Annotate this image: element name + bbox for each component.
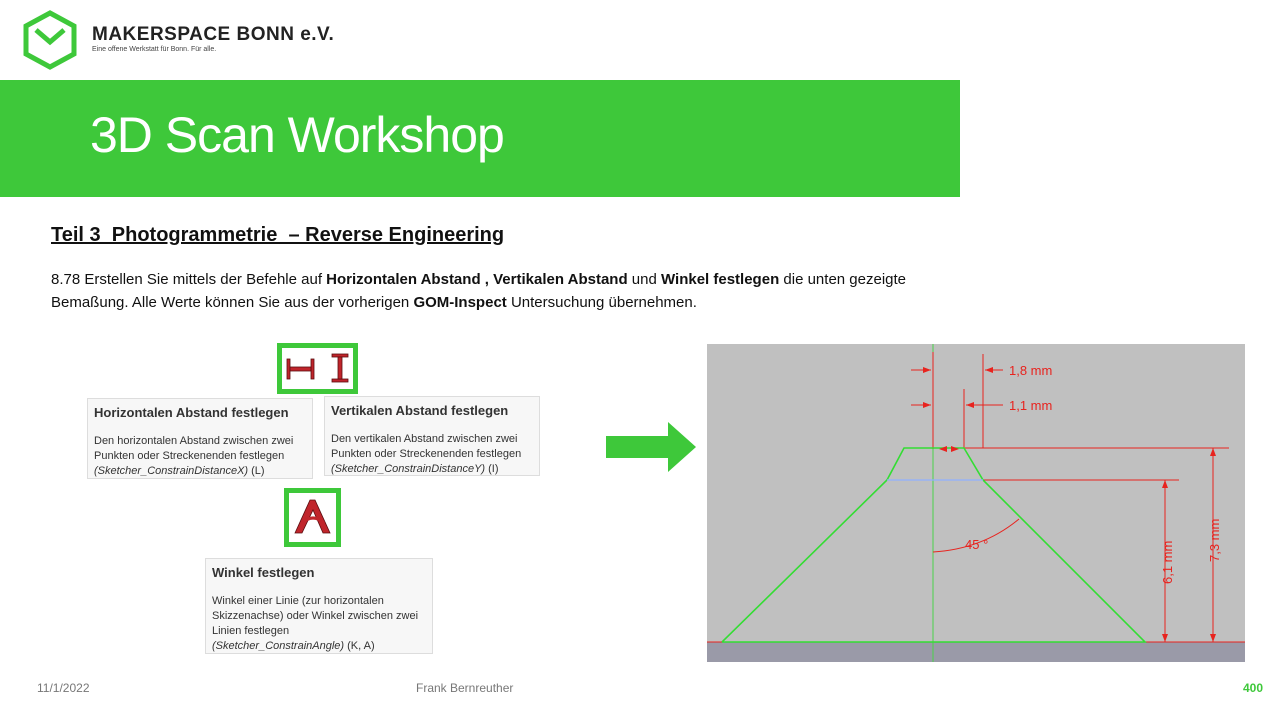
makerspace-logo-icon <box>23 10 77 70</box>
instr-bold-vertical: Vertikalen Abstand <box>493 271 628 288</box>
tooltip-horizontal-desc: Den horizontalen Abstand zwischen zwei P… <box>94 435 294 462</box>
dim-top-width-label: 1,8 mm <box>1009 363 1052 378</box>
angle-icon <box>284 488 341 547</box>
tooltip-angle-desc: Winkel einer Linie (zur horizontalen Ski… <box>212 595 419 637</box>
tooltip-horizontal-shortcut: (L) <box>248 465 265 477</box>
tooltip-horizontal-title: Horizontalen Abstand festlegen <box>94 405 289 420</box>
instr-bold-angle: Winkel festlegen <box>661 271 780 288</box>
tooltip-angle-shortcut: (K, A) <box>344 640 375 652</box>
dim-height-inner-label: 6,1 mm <box>1160 541 1175 584</box>
tooltip-vertical-command: (Sketcher_ConstrainDistanceY) <box>331 463 486 475</box>
title-banner: 3D Scan Workshop <box>0 80 960 197</box>
tooltip-vertical-desc: Den vertikalen Abstand zwischen zwei Pun… <box>331 433 522 460</box>
tooltip-horizontal-text: Den horizontalen Abstand zwischen zwei P… <box>94 434 306 479</box>
arrow-right-icon <box>606 422 696 472</box>
tooltip-angle-text: Winkel einer Linie (zur horizontalen Ski… <box>212 594 426 654</box>
tooltip-horizontal-command: (Sketcher_ConstrainDistanceX) <box>94 465 249 477</box>
distance-x-y-icon <box>277 343 358 394</box>
page-title: 3D Scan Workshop <box>90 107 505 163</box>
instr-sep: , <box>480 271 494 288</box>
cad-sketch-view: 1,8 mm 1,1 mm 45 ° 6,1 mm 7,3 mm <box>707 344 1245 662</box>
angle-label: 45 ° <box>965 537 988 552</box>
footer-author: Frank Bernreuther <box>416 681 514 695</box>
tooltip-angle-command: (Sketcher_ConstrainAngle) <box>212 640 345 652</box>
tooltip-angle: Winkel festlegen Winkel einer Linie (zur… <box>205 558 433 654</box>
tooltip-vertical-distance: Vertikalen Abstand festlegen Den vertika… <box>324 396 540 476</box>
sketch-drawing: 1,8 mm 1,1 mm 45 ° 6,1 mm 7,3 mm <box>707 344 1245 662</box>
page-number: 400 <box>1243 681 1264 695</box>
tooltip-angle-title: Winkel festlegen <box>212 565 315 580</box>
instr-bold-horizontal: Horizontalen Abstand <box>326 271 481 288</box>
instruction-text: 8.78 Erstellen Sie mittels der Befehle a… <box>51 268 931 314</box>
tooltip-horizontal-distance: Horizontalen Abstand festlegen Den horiz… <box>87 398 313 479</box>
instr-mid: und <box>627 271 661 288</box>
tooltip-vertical-shortcut: (I) <box>485 463 499 475</box>
instr-bold-gom: GOM-Inspect <box>413 294 507 311</box>
dim-height-outer-label: 7,3 mm <box>1207 519 1222 562</box>
tooltip-vertical-title: Vertikalen Abstand festlegen <box>331 403 509 418</box>
instr-suffix: Untersuchung übernehmen. <box>506 294 697 311</box>
instr-mid2: die unten gezeigte Bemaßung. Alle Werte … <box>51 271 907 311</box>
brand-name: MAKERSPACE BONN e.V. <box>92 24 335 45</box>
dim-half-width-label: 1,1 mm <box>1009 398 1052 413</box>
section-title: Teil 3 Photogrammetrie – Reverse Enginee… <box>51 224 505 246</box>
brand-tagline: Eine offene Werkstatt für Bonn. Für alle… <box>92 46 217 53</box>
footer-date: 11/1/2022 <box>37 681 90 695</box>
tooltip-vertical-text: Den vertikalen Abstand zwischen zwei Pun… <box>331 432 533 477</box>
instr-prefix: 8.78 Erstellen Sie mittels der Befehle a… <box>51 271 327 288</box>
